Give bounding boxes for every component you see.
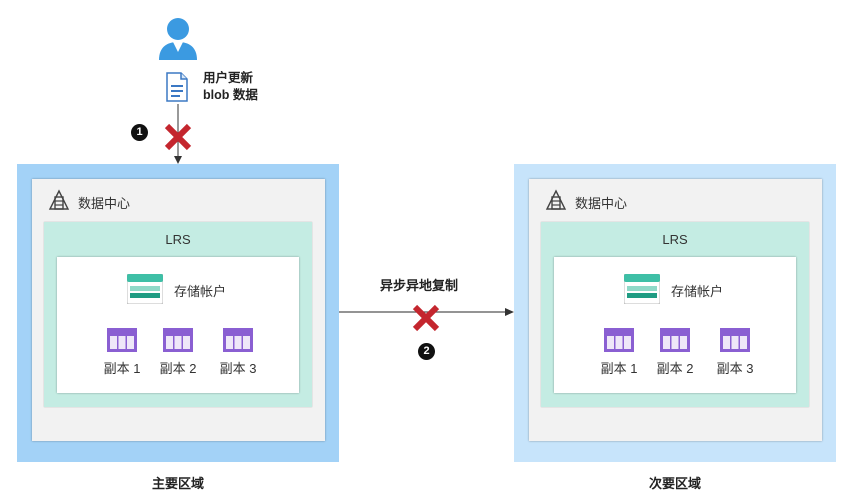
replica-3-label: 副本 3 xyxy=(219,361,257,376)
storage-account-label: 存储帐户 xyxy=(671,284,724,299)
replica-disk-icon xyxy=(604,328,634,352)
replica-2-label: 副本 2 xyxy=(656,361,694,376)
user-icon xyxy=(159,18,197,60)
replica-2: 副本 2 xyxy=(650,328,700,377)
datacenter-icon xyxy=(48,189,70,210)
replica-3: 副本 3 xyxy=(213,328,263,377)
datacenter-label: 数据中心 xyxy=(78,196,131,211)
write-arrow xyxy=(174,104,182,164)
replica-2-label: 副本 2 xyxy=(159,361,197,376)
user-action-label: 用户更新 blob 数据 xyxy=(203,70,258,104)
user-action-line2: blob 数据 xyxy=(203,88,258,102)
lrs-label: LRS xyxy=(662,232,688,247)
document-icon xyxy=(166,72,188,102)
replica-disk-icon xyxy=(223,328,253,352)
replica-1: 副本 1 xyxy=(97,328,147,377)
replica-disk-icon xyxy=(107,328,137,352)
secondary-region-label: 次要区域 xyxy=(648,476,701,491)
storage-account-icon xyxy=(624,274,660,304)
lrs-box: LRS 存储帐户 副本 1 xyxy=(541,222,809,407)
storage-account-box: 存储帐户 副本 1 xyxy=(57,257,299,393)
lrs-label: LRS xyxy=(165,232,191,247)
secondary-region: 数据中心 LRS 存储帐户 副本 1 xyxy=(514,164,836,462)
storage-account-label: 存储帐户 xyxy=(174,284,227,299)
datacenter-icon xyxy=(545,189,567,210)
datacenter-label: 数据中心 xyxy=(575,196,628,211)
replica-1-label: 副本 1 xyxy=(103,361,141,376)
replica-3: 副本 3 xyxy=(710,328,760,377)
failure-x-icon xyxy=(164,123,192,151)
replication-label: 异步异地复制 xyxy=(380,278,459,293)
replica-1: 副本 1 xyxy=(594,328,644,377)
replica-2: 副本 2 xyxy=(153,328,203,377)
secondary-datacenter: 数据中心 LRS 存储帐户 副本 1 xyxy=(529,179,822,441)
primary-datacenter: 数据中心 LRS 存储帐户 副本 1 xyxy=(32,179,325,441)
step-marker-1: 1 xyxy=(131,124,148,141)
replica-disk-icon xyxy=(660,328,690,352)
primary-region: 数据中心 LRS 存储帐户 副本 1 xyxy=(17,164,339,462)
storage-account-icon xyxy=(127,274,163,304)
lrs-box: LRS 存储帐户 副本 1 xyxy=(44,222,312,407)
primary-region-label: 主要区域 xyxy=(151,476,204,491)
replica-3-label: 副本 3 xyxy=(716,361,754,376)
replica-disk-icon xyxy=(163,328,193,352)
user-action-line1: 用户更新 xyxy=(203,71,254,85)
step-marker-2: 2 xyxy=(418,343,435,360)
replica-1-label: 副本 1 xyxy=(600,361,638,376)
storage-account-box: 存储帐户 副本 1 xyxy=(554,257,796,393)
failure-x-icon xyxy=(412,304,440,332)
replica-disk-icon xyxy=(720,328,750,352)
